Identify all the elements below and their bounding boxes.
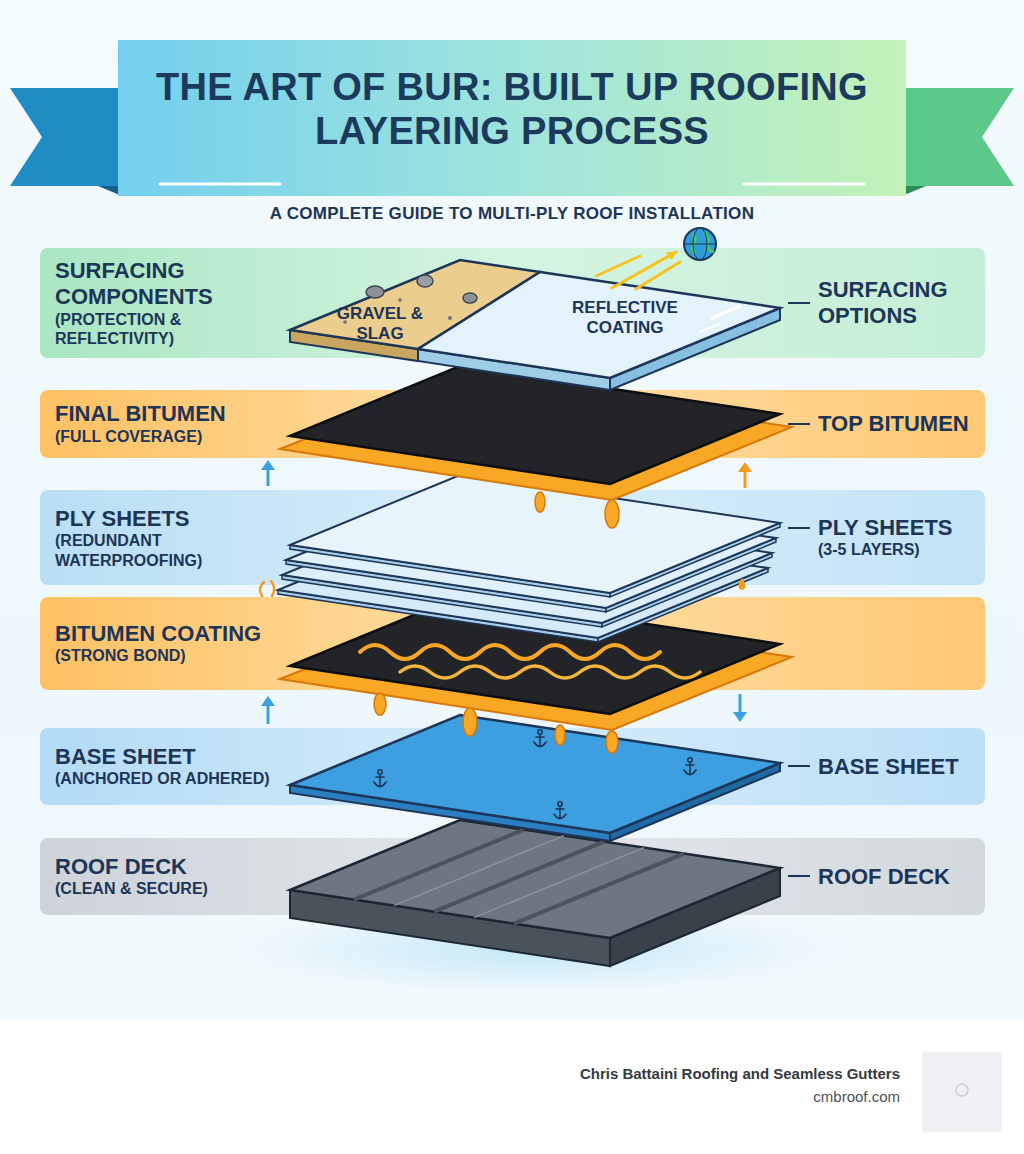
right-label-column: SURFACING OPTIONS [818,277,978,329]
layer-note: (REDUNDANT WATERPROOFING) [55,531,295,569]
right-label-column: PLY SHEETS(3-5 LAYERS) [818,515,978,560]
layer-note: (CLEAN & SECURE) [55,880,295,899]
layer-heading: PLY SHEETS [818,515,978,541]
website: cmbroof.com [400,1088,900,1105]
left-label-column: FINAL BITUMEN(FULL COVERAGE) [55,401,295,446]
right-label-column: ROOF DECK [818,864,978,890]
layer-note: (ANCHORED OR ADHERED) [55,770,290,789]
right-label-column: TOP BITUMEN [818,411,978,437]
surface-label: REFLECTIVE COATING [560,298,690,337]
layer-heading: ROOF DECK [818,864,978,890]
company-name: Chris Battaini Roofing and Seamless Gutt… [400,1065,900,1082]
left-label-column: SURFACING COMPONENTS(PROTECTION & REFLEC… [55,258,295,348]
layer-note: (STRONG BOND) [55,647,295,666]
layer-heading: TOP BITUMEN [818,411,978,437]
left-label-column: BASE SHEET(ANCHORED OR ADHERED) [55,744,290,789]
surface-label: GRAVEL & SLAG [330,304,430,343]
layer-heading: SURFACING OPTIONS [818,277,978,329]
left-label-column: BITUMEN COATING(STRONG BOND) [55,621,295,666]
layer-note: (3-5 LAYERS) [818,541,978,560]
layer-heading: ROOF DECK [55,854,295,880]
title-text: THE ART OF BUR: BUILT UP ROOFING LAYERIN… [122,66,902,153]
left-label-column: ROOF DECK(CLEAN & SECURE) [55,854,295,899]
layer-note: (PROTECTION & REFLECTIVITY) [55,310,295,348]
layer-heading: BITUMEN COATING [55,621,295,647]
layer-heading: BASE SHEET [55,744,290,770]
layer-heading: BASE SHEET [818,754,978,780]
right-label-column: BASE SHEET [818,754,978,780]
layer-heading: PLY SHEETS [55,505,295,531]
layer-note: (FULL COVERAGE) [55,427,295,446]
layer-heading: SURFACING COMPONENTS [55,258,295,310]
footer-ground [0,1020,1024,1154]
layer-heading: FINAL BITUMEN [55,401,295,427]
subtitle: A COMPLETE GUIDE TO MULTI-PLY ROOF INSTA… [0,204,1024,224]
left-label-column: PLY SHEETS(REDUNDANT WATERPROOFING) [55,505,295,569]
